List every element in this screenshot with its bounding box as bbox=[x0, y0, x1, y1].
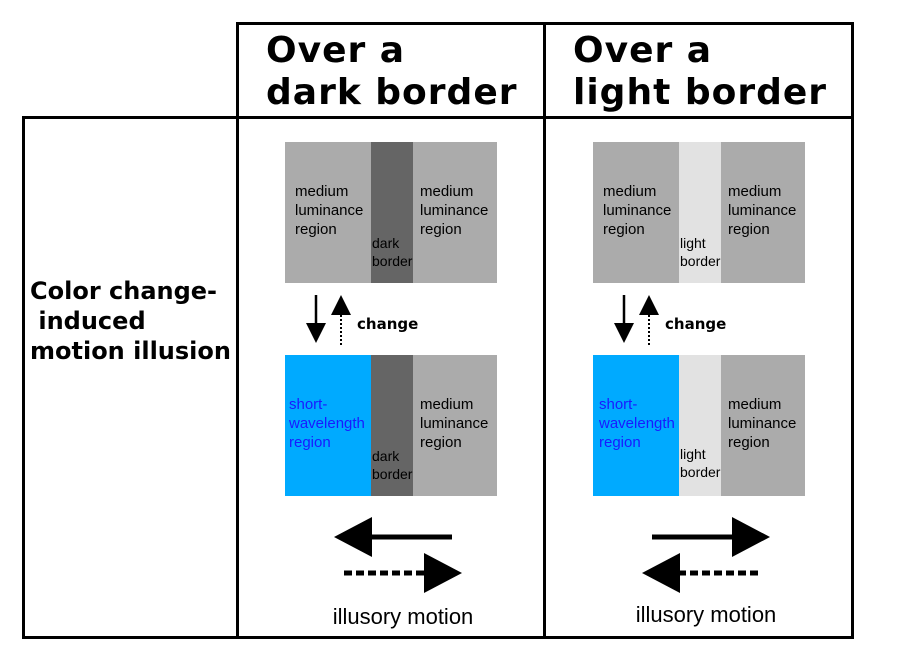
change-label: change bbox=[665, 315, 727, 333]
illusory-motion-label: illusory motion bbox=[332, 604, 474, 629]
short-wavelength-region bbox=[285, 355, 371, 496]
region-label: medium luminance region bbox=[420, 396, 489, 451]
dark-border-strip bbox=[371, 142, 413, 283]
illusory-motion-arrows-dark bbox=[334, 517, 462, 593]
region-label: medium luminance region bbox=[728, 396, 797, 451]
region-label: short- wavelength region bbox=[599, 396, 675, 451]
medium-luminance-region-right bbox=[413, 142, 497, 283]
table-border-bottom bbox=[22, 636, 854, 639]
table-divider-2 bbox=[543, 22, 546, 639]
medium-luminance-region-left bbox=[285, 142, 371, 283]
header-light-border: Over a light border bbox=[573, 30, 828, 113]
dark-after-block: short- wavelength region dark border med… bbox=[285, 355, 497, 496]
border-label: dark border bbox=[372, 448, 413, 482]
table-border-header-bottom bbox=[22, 116, 854, 119]
region-label: medium luminance region bbox=[728, 183, 797, 238]
short-wavelength-region bbox=[593, 355, 679, 496]
table-divider-1 bbox=[236, 22, 239, 639]
light-border-strip bbox=[679, 142, 721, 283]
table-border-right bbox=[851, 22, 854, 639]
region-label: medium luminance region bbox=[420, 183, 489, 238]
region-label: short- wavelength region bbox=[289, 396, 365, 451]
change-arrows-light bbox=[614, 295, 659, 346]
illusory-motion-arrows-light bbox=[642, 517, 770, 593]
dark-border-strip bbox=[371, 355, 413, 496]
row-label: Color change- induced motion illusion bbox=[30, 277, 231, 365]
change-arrows-dark bbox=[306, 295, 351, 346]
medium-luminance-region-right bbox=[413, 355, 497, 496]
region-label: medium luminance region bbox=[603, 183, 672, 238]
dark-before-block: medium luminance region dark border medi… bbox=[285, 142, 497, 283]
border-label: light border bbox=[680, 446, 721, 480]
medium-luminance-region-right bbox=[721, 355, 805, 496]
medium-luminance-region-right bbox=[721, 142, 805, 283]
border-label: light border bbox=[680, 235, 721, 269]
light-before-block: medium luminance region light border med… bbox=[593, 142, 805, 283]
medium-luminance-region-left bbox=[593, 142, 679, 283]
region-label: medium luminance region bbox=[295, 183, 364, 238]
light-border-strip bbox=[679, 355, 721, 496]
change-label: change bbox=[357, 315, 419, 333]
border-label: dark border bbox=[372, 235, 413, 269]
illusory-motion-label: illusory motion bbox=[635, 602, 777, 627]
light-after-block: short- wavelength region light border me… bbox=[593, 355, 805, 496]
header-dark-border: Over a dark border bbox=[266, 30, 518, 113]
table-border-left bbox=[22, 116, 25, 639]
